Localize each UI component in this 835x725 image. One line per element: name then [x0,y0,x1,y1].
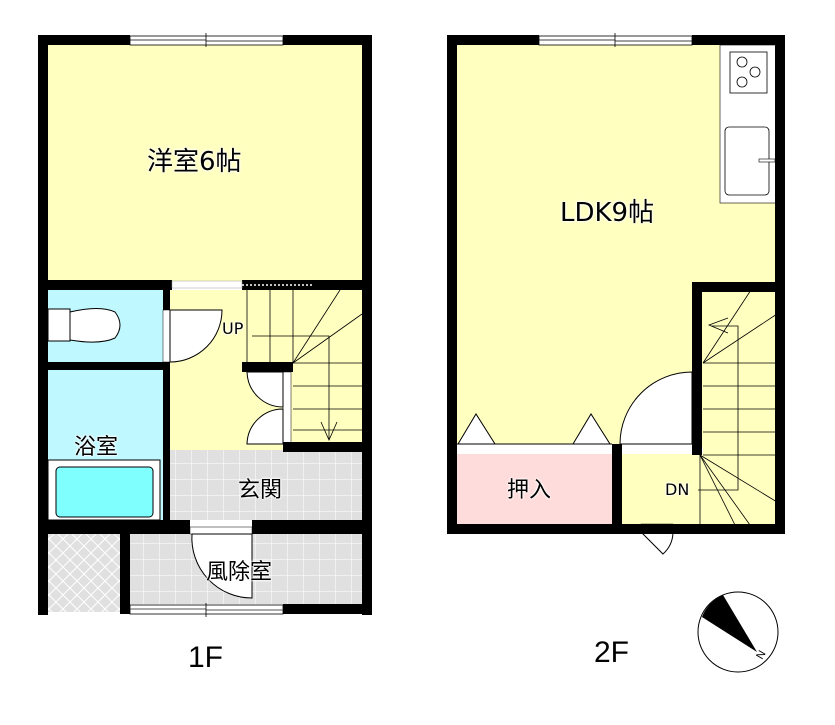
room-label-windbreak: 風除室 [206,560,273,585]
toilet-icon [47,308,121,343]
closet-doors [455,413,612,454]
room-label-ldk: LDK9帖 [560,198,655,228]
door-ldk [619,371,695,454]
stairs-up-label: UP [222,319,244,338]
closet-area [455,454,612,524]
compass-icon: N [697,591,779,673]
bathtub [55,466,154,518]
floor-1f [38,33,372,617]
room-label-entrance: 玄関 [238,478,283,503]
outdoor-lattice [45,534,120,612]
floor-label-2f: 2F [594,636,630,669]
stairs-down-label: DN [665,480,690,499]
stairs-2f [698,289,778,526]
window-1f-bottom [129,603,284,617]
floor-2f [447,33,785,555]
floor-label-1f: 1F [188,641,224,674]
stairs-1f [246,289,363,441]
window-2f-top [538,33,693,47]
hall-sliding-door [171,280,243,289]
room-label-closet: 押入 [507,478,552,503]
entrance-area [170,450,362,520]
window-1f-top [129,33,284,47]
room-label-bathroom: 浴室 [74,435,119,460]
stair-area-2f [703,290,777,524]
kitchen-counter [719,44,778,204]
room-label-western: 洋室6帖 [147,147,242,177]
door-windbreak [189,526,253,599]
western-room-area [45,42,362,282]
walls-2f [447,35,785,534]
